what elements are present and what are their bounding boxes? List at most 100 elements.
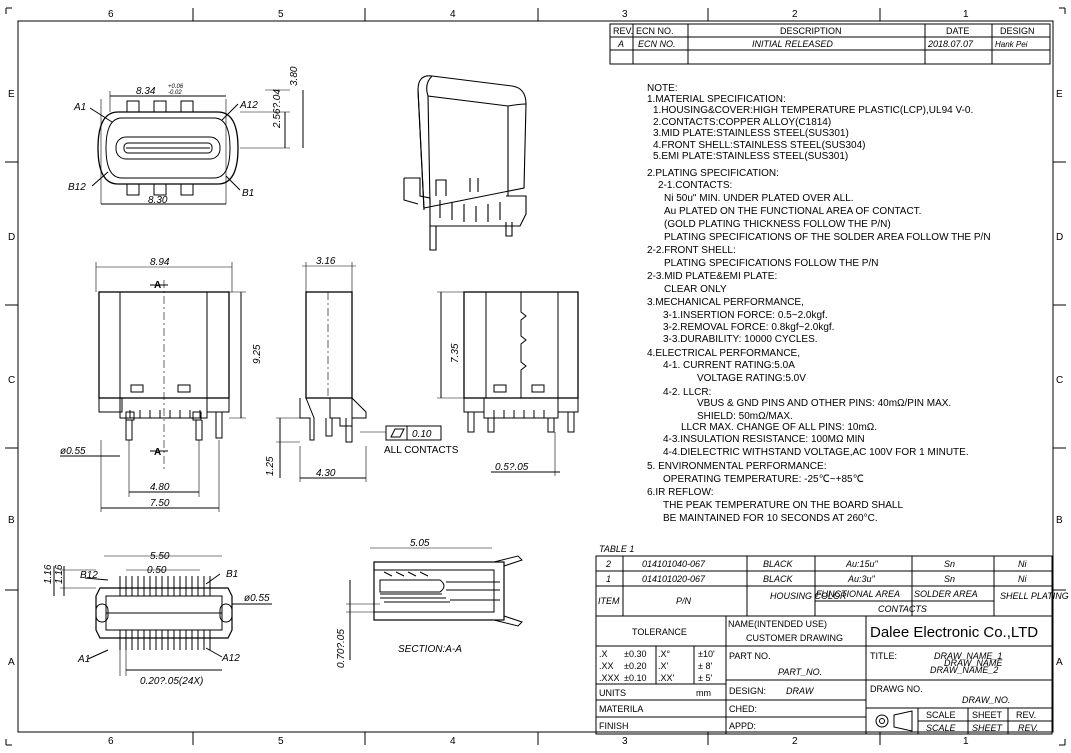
dim-label: 0.20?.05(24X): [140, 676, 203, 687]
table-cell: Au:15u": [845, 559, 879, 569]
note-line: 4.ELECTRICAL PERFORMANCE,: [647, 348, 800, 359]
rev-header: REV.: [613, 26, 633, 36]
tb-tol: ±0.20: [624, 661, 646, 671]
note-line: LLCR MAX. CHANGE OF ALL PINS: 10mΩ.: [681, 422, 877, 433]
dim-label: 0.10: [412, 429, 432, 440]
table-cell: BLACK: [763, 574, 794, 584]
tb-ched: CHED:: [729, 704, 757, 714]
row-label: A: [1056, 657, 1063, 668]
section-view: [346, 547, 523, 660]
tb-part-no: PART_NO.: [778, 667, 822, 677]
tb-tol: ±10': [698, 649, 715, 659]
col-label: 4: [450, 9, 456, 20]
dim-label: ø0.55: [244, 593, 270, 604]
section-label: SECTION:A-A: [398, 644, 462, 655]
row-label: C: [1056, 375, 1063, 386]
note-line: 3.MID PLATE:STAINLESS STEEL(SUS301): [653, 128, 849, 139]
dim-label: 5.50: [150, 551, 170, 562]
tb-finish: FINISH: [599, 721, 629, 731]
tb-design: DRAW: [786, 686, 815, 696]
row-label: E: [8, 89, 15, 100]
note-line: 6.IR REFLOW:: [647, 487, 714, 498]
back-view: [437, 291, 579, 476]
table-1: [595, 555, 1053, 617]
tb-tol: .X': [658, 661, 669, 671]
front-view: [60, 262, 246, 512]
dim-label: +0.06: [168, 84, 184, 90]
pin-label: B12: [68, 182, 86, 193]
table-cell: Au:3u": [847, 574, 876, 584]
note-line: SHIELD: 50mΩ/MAX.: [697, 411, 793, 422]
tb-tol: .XX': [658, 673, 675, 683]
tb-tol: ±0.30: [624, 649, 646, 659]
rev-cell: ECN NO.: [638, 39, 676, 49]
footprint-view: [53, 555, 272, 676]
tb-name: CUSTOMER DRAWING: [746, 633, 843, 643]
revision-table: [609, 23, 1051, 65]
side-view: [276, 262, 442, 482]
col-label: 6: [108, 736, 114, 747]
table-header: P/N: [676, 596, 692, 606]
note-line: 4.FRONT SHELL:STAINLESS STEEL(SUS304): [653, 140, 865, 151]
note-line: (GOLD PLATING THICKNESS FOLLOW THE P/N): [664, 219, 891, 230]
tb-company: Dalee Electronic Co.,LTD: [870, 624, 1038, 641]
tb-tolerance: TOLERANCE: [632, 627, 687, 637]
rev-header: DESIGN: [1000, 26, 1035, 36]
pin-label: A12: [239, 100, 258, 111]
row-label: D: [8, 232, 15, 243]
dim-label: 0.50: [147, 565, 167, 576]
table-cell: 2: [605, 559, 611, 569]
col-label: 5: [278, 736, 284, 747]
dim-label: -0.02: [168, 90, 182, 96]
note-line: 4-2. LLCR:: [663, 387, 711, 398]
tb-drawg: DRAW_NO.: [962, 695, 1010, 705]
dim-label: 8.94: [150, 257, 170, 268]
top-view: [89, 89, 304, 205]
table-cell: 014101020-067: [642, 574, 706, 584]
tb-design-label: DESIGN:: [729, 686, 766, 696]
note-line: 4-4.DIELECTRIC WITHSTAND VOLTAGE,AC 100V…: [663, 447, 969, 458]
note-line: 2-1.CONTACTS:: [658, 180, 732, 191]
dim-label: 8.30: [148, 195, 168, 206]
pin-label: B12: [80, 570, 98, 581]
note-line: THE PEAK TEMPERATURE ON THE BOARD SHALL: [663, 500, 903, 511]
tb-scale: SCALE: [926, 723, 957, 733]
dim-label: 4.30: [316, 468, 336, 479]
dim-label: 7.35: [450, 343, 461, 363]
dim-label: 0.5?.05: [495, 462, 529, 473]
dim-label: 1.25: [265, 456, 276, 476]
tb-drawg-label: DRAWG NO.: [870, 684, 923, 694]
rev-cell: INITIAL RELEASED: [752, 39, 833, 49]
note-line: 5.EMI PLATE:STAINLESS STEEL(SUS301): [653, 151, 848, 162]
row-label: C: [8, 375, 15, 386]
note-line: Au PLATED ON THE FUNCTIONAL AREA OF CONT…: [664, 206, 921, 217]
tb-rev: REV.: [1018, 723, 1038, 733]
dim-label: 3.80: [289, 66, 300, 86]
table-cell: 014101040-067: [642, 559, 706, 569]
table-cell: Sn: [944, 574, 955, 584]
dim-label: 0.70?.05: [336, 629, 347, 668]
table-cell: BLACK: [763, 559, 794, 569]
pin-label: A1: [77, 654, 90, 665]
tb-scale: SCALE: [926, 710, 956, 720]
rev-header: ECN NO.: [636, 26, 674, 36]
pin-label: B1: [226, 569, 238, 580]
row-label: D: [1056, 232, 1063, 243]
dim-label: 1.16: [43, 564, 54, 584]
tb-title: DRAW_NAME_2: [930, 665, 998, 675]
table-cell: Sn: [944, 559, 955, 569]
note-line: 5. ENVIRONMENTAL PERFORMANCE:: [647, 461, 826, 472]
dim-label: 7.50: [150, 498, 170, 509]
col-label: 3: [622, 9, 628, 20]
col-label: 2: [792, 736, 798, 747]
tb-materila: MATERILA: [599, 704, 643, 714]
tb-units-value: mm: [696, 688, 711, 698]
row-label: E: [1056, 89, 1063, 100]
note-line: 3-2.REMOVAL FORCE: 0.8kgf~2.0kgf.: [663, 322, 834, 333]
tb-title-label: TITLE:: [870, 651, 897, 661]
tb-title: DRAW_NAME_1: [934, 651, 1002, 661]
tb-tol: ± 5': [698, 673, 712, 683]
section-marker: A: [154, 447, 161, 458]
col-label: 4: [450, 736, 456, 747]
col-label: 2: [792, 9, 798, 20]
